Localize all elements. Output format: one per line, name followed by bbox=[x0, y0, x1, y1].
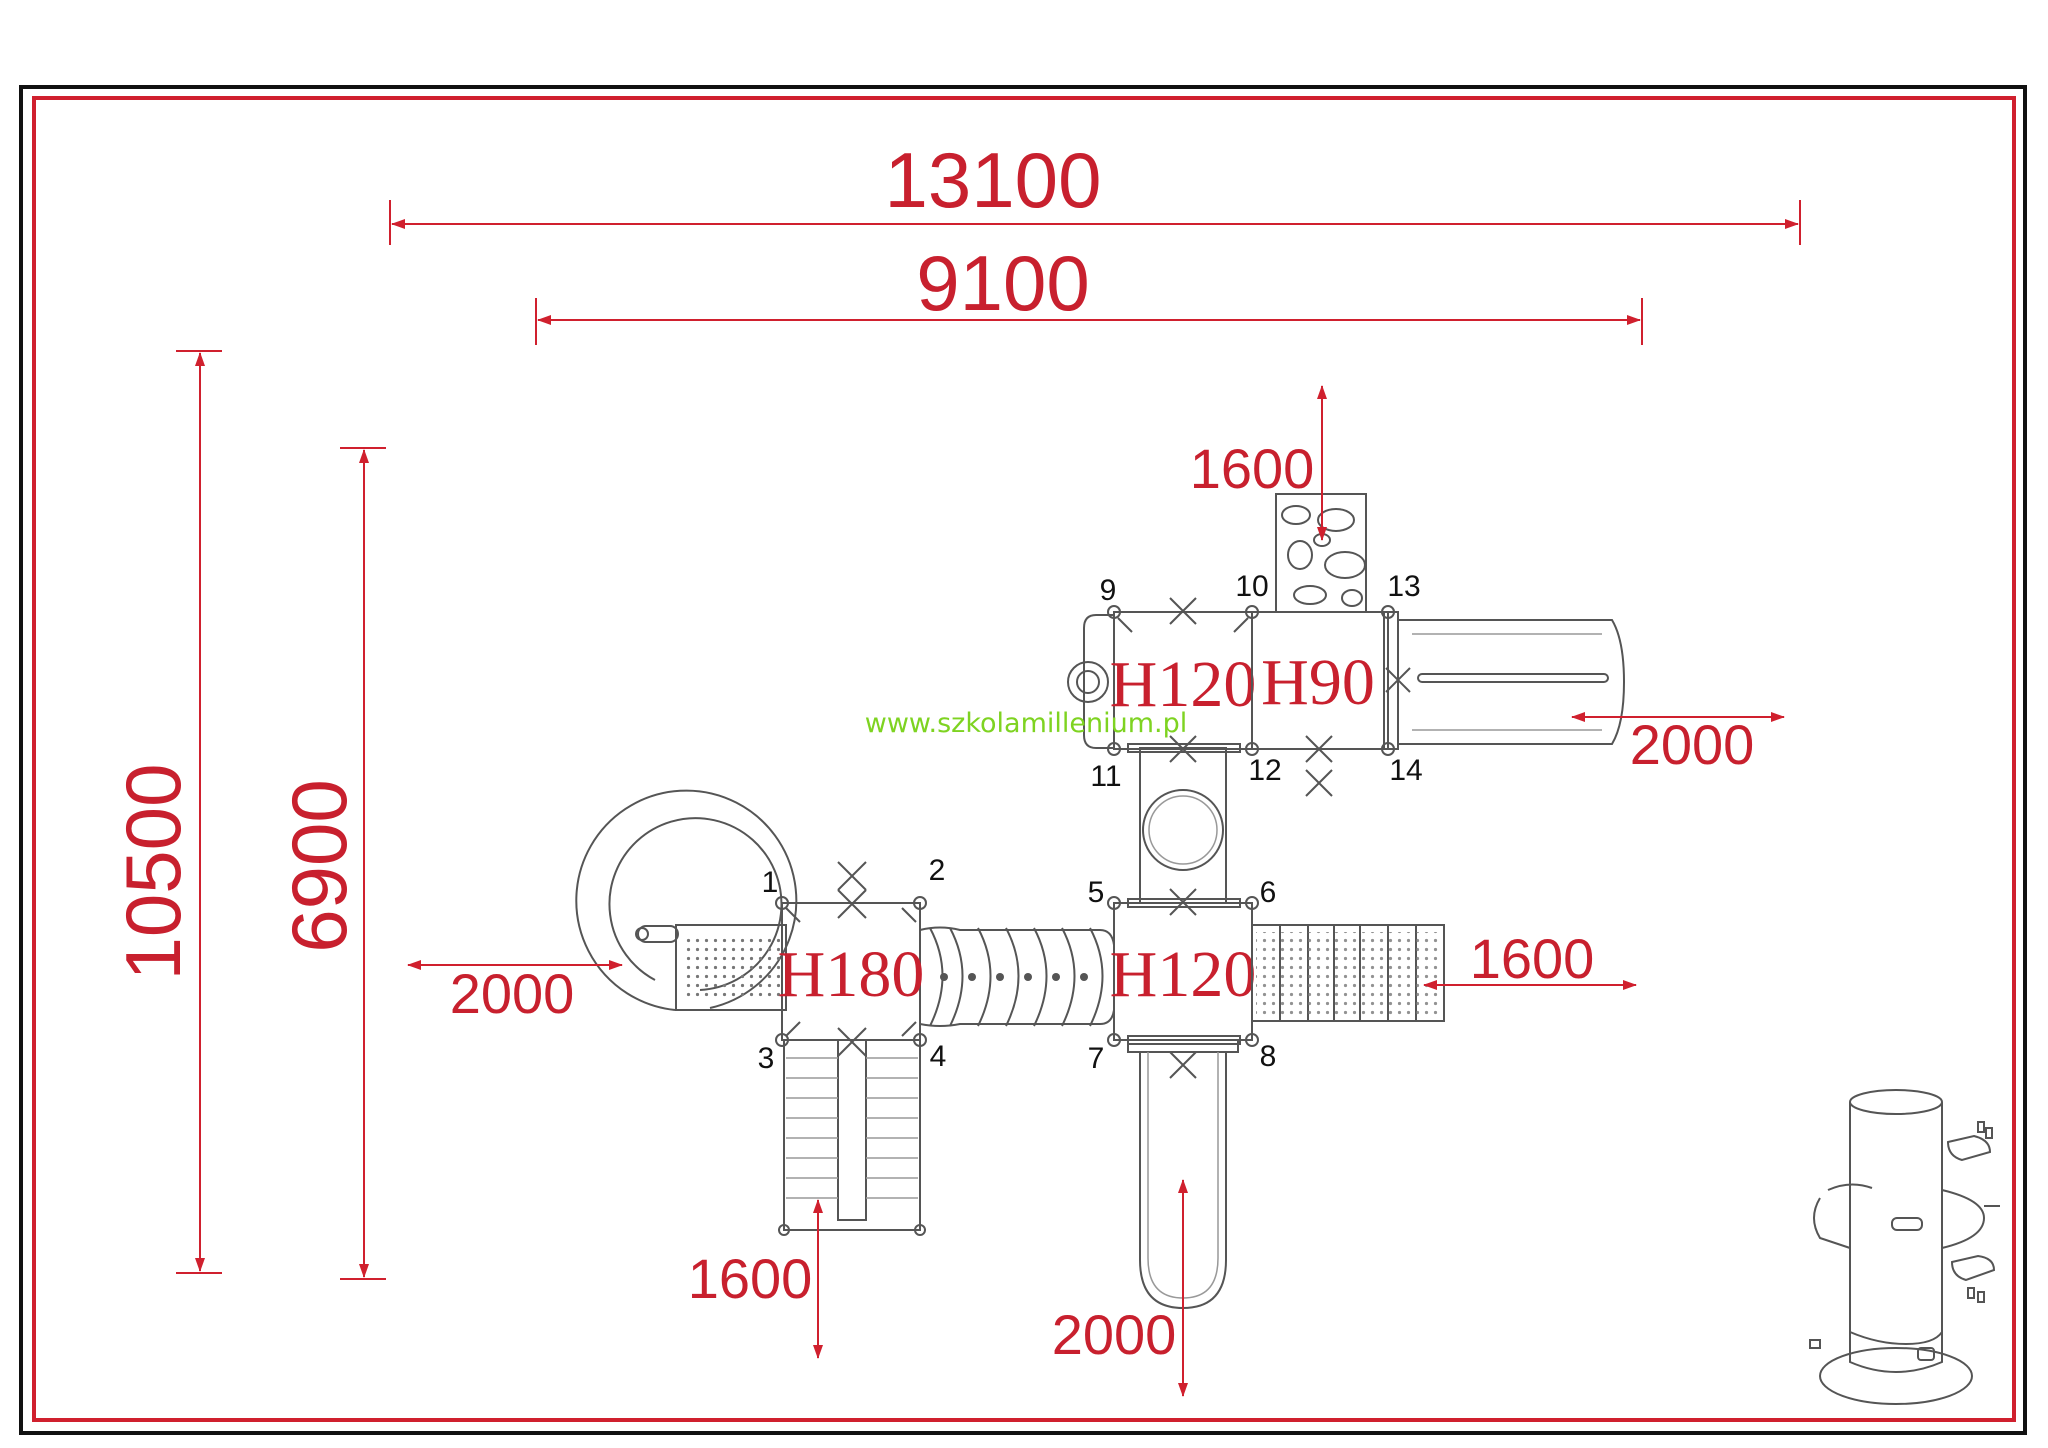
post-number-9: 9 bbox=[1100, 574, 1117, 607]
dim-inner-width: 9100 bbox=[535, 239, 1643, 345]
deck-h90-label: H90 bbox=[1261, 646, 1375, 719]
dim-bottom-left-clearance: 1600 bbox=[688, 1199, 823, 1359]
dim-inner-width-label: 9100 bbox=[916, 239, 1090, 327]
perforated-ramp-right bbox=[1251, 924, 1445, 1022]
dim-top-clearance-label: 1600 bbox=[1190, 437, 1315, 500]
dim-left-clearance: 2000 bbox=[407, 960, 623, 1025]
post-number-13: 13 bbox=[1387, 570, 1420, 603]
post-number-12: 12 bbox=[1248, 754, 1281, 787]
dim-total-width: 13100 bbox=[389, 136, 1801, 245]
dim-bottom-center-clearance: 2000 bbox=[1052, 1179, 1188, 1397]
dim-right-upper-clearance: 2000 bbox=[1571, 712, 1785, 776]
watermark: www.szkolamillenium.pl bbox=[865, 708, 1188, 739]
vertical-tube bbox=[1139, 747, 1227, 904]
post-4 bbox=[913, 1033, 927, 1047]
post-number-7: 7 bbox=[1088, 1042, 1105, 1075]
dim-inner-height: 6900 bbox=[275, 447, 386, 1280]
deck-h120-lower: H120 bbox=[1110, 888, 1257, 1045]
post-number-14: 14 bbox=[1389, 754, 1422, 787]
post-11 bbox=[1107, 742, 1121, 756]
outer-frame bbox=[19, 85, 2027, 1435]
post-8 bbox=[1245, 1033, 1259, 1047]
dim-left-clearance-label: 2000 bbox=[450, 962, 575, 1025]
deck-h120-upper: H120 bbox=[1110, 597, 1257, 763]
post-13 bbox=[1381, 605, 1395, 619]
post-numbers: 1 2 3 4 5 6 7 8 9 10 11 12 13 14 bbox=[758, 570, 1423, 1075]
post-12 bbox=[1245, 742, 1259, 756]
deck-h120-lower-label: H120 bbox=[1110, 938, 1257, 1011]
post-2 bbox=[913, 896, 927, 910]
post-6 bbox=[1245, 896, 1259, 910]
post-number-5: 5 bbox=[1088, 876, 1105, 909]
deck-h180: H180 bbox=[778, 861, 925, 1057]
post-1 bbox=[775, 896, 789, 910]
deck-h120-upper-label: H120 bbox=[1110, 648, 1257, 721]
perforated-panel-left bbox=[675, 924, 787, 1011]
dim-bottom-left-clearance-label: 1600 bbox=[688, 1247, 813, 1310]
post-number-1: 1 bbox=[762, 866, 779, 899]
straight-slide-upper bbox=[1383, 611, 1626, 750]
dim-right-lower-clearance-label: 1600 bbox=[1470, 927, 1595, 990]
deck-h90: H90 bbox=[1251, 611, 1389, 797]
dim-inner-height-label: 6900 bbox=[275, 779, 363, 953]
post-9 bbox=[1107, 605, 1121, 619]
post-10 bbox=[1245, 605, 1259, 619]
post-number-8: 8 bbox=[1260, 1040, 1277, 1073]
dim-right-upper-clearance-label: 2000 bbox=[1630, 713, 1755, 776]
post-clamp-detail-icon bbox=[1809, 1089, 2000, 1405]
post-number-10: 10 bbox=[1235, 570, 1268, 603]
posts bbox=[775, 605, 1395, 1047]
post-number-3: 3 bbox=[758, 1042, 775, 1075]
post-3 bbox=[775, 1033, 789, 1047]
dim-top-clearance: 1600 bbox=[1190, 385, 1327, 541]
post-5 bbox=[1107, 896, 1121, 910]
post-14 bbox=[1381, 742, 1395, 756]
dim-bottom-center-clearance-label: 2000 bbox=[1052, 1303, 1177, 1366]
post-number-11: 11 bbox=[1090, 760, 1121, 793]
deck-h180-label: H180 bbox=[778, 938, 925, 1011]
dim-total-height: 10500 bbox=[109, 350, 222, 1274]
post-number-4: 4 bbox=[930, 1040, 947, 1073]
steering-wheel-panel bbox=[1067, 614, 1114, 749]
post-number-6: 6 bbox=[1260, 876, 1277, 909]
tunnel-bridge bbox=[919, 926, 1115, 1027]
ladder-lower-left bbox=[778, 1039, 926, 1236]
inner-frame bbox=[32, 96, 2016, 1422]
dim-total-width-label: 13100 bbox=[885, 136, 1102, 224]
dim-total-height-label: 10500 bbox=[109, 764, 197, 981]
post-number-2: 2 bbox=[929, 854, 946, 887]
post-7 bbox=[1107, 1033, 1121, 1047]
dim-right-lower-clearance: 1600 bbox=[1423, 927, 1637, 990]
